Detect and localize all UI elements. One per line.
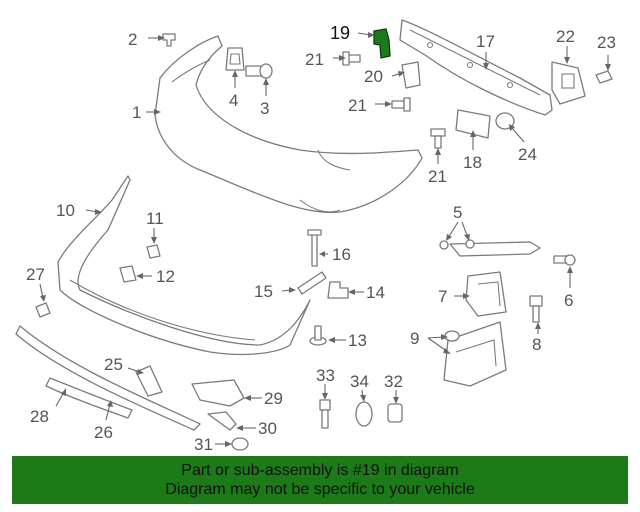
label-part-12[interactable]: 12 <box>156 267 175 286</box>
label-part-3[interactable]: 3 <box>260 99 269 118</box>
label-part-27[interactable]: 27 <box>26 265 45 284</box>
screw-part-27[interactable] <box>35 302 51 318</box>
bolt-part-21-bottom[interactable] <box>430 128 446 149</box>
screw-part-2[interactable] <box>162 33 176 47</box>
label-part-13[interactable]: 13 <box>348 331 367 350</box>
label-part-29[interactable]: 29 <box>264 389 283 408</box>
bolt-part-3[interactable] <box>245 63 273 79</box>
absorber-part-9[interactable] <box>443 321 507 387</box>
label-part-30[interactable]: 30 <box>258 419 277 438</box>
label-part-23[interactable]: 23 <box>597 33 616 52</box>
sensor-bracket-part-5[interactable] <box>439 239 541 257</box>
label-part-4[interactable]: 4 <box>229 91 238 110</box>
label-part-31[interactable]: 31 <box>194 435 213 454</box>
bolt-part-23[interactable] <box>595 70 613 84</box>
label-part-9[interactable]: 9 <box>410 329 419 348</box>
label-part-8[interactable]: 8 <box>532 335 541 354</box>
label-part-32[interactable]: 32 <box>384 372 403 391</box>
bracket-part-20[interactable] <box>401 61 421 89</box>
bumper-cover-part[interactable] <box>154 35 423 214</box>
label-part-20[interactable]: 20 <box>364 67 383 86</box>
info-banner: Part or sub-assembly is #19 in diagram D… <box>12 456 628 504</box>
screw-part-13[interactable] <box>309 325 327 346</box>
bracket-part-4[interactable] <box>225 47 245 71</box>
bracket-part-7[interactable] <box>465 271 507 317</box>
label-part-33[interactable]: 33 <box>316 366 335 385</box>
label-part-7[interactable]: 7 <box>438 287 447 306</box>
label-part-22[interactable]: 22 <box>556 27 575 46</box>
label-part-21-top[interactable]: 21 <box>305 50 324 69</box>
label-part-21-bottom[interactable]: 21 <box>428 167 447 186</box>
reinforcement-beam-part[interactable] <box>399 19 553 116</box>
bracket-part-22[interactable] <box>551 61 586 105</box>
label-part-15[interactable]: 15 <box>254 282 273 301</box>
label-part-34[interactable]: 34 <box>350 372 369 391</box>
lower-valance-part[interactable] <box>57 175 311 356</box>
label-part-11[interactable]: 11 <box>146 209 164 228</box>
label-part-25[interactable]: 25 <box>104 355 123 374</box>
label-part-1[interactable]: 1 <box>132 103 141 122</box>
leader-lines <box>39 32 611 447</box>
label-part-10[interactable]: 10 <box>56 201 75 220</box>
banner-line-part-info: Part or sub-assembly is #19 in diagram <box>181 462 459 479</box>
bolt-part-21-top[interactable] <box>342 51 361 66</box>
label-part-26[interactable]: 26 <box>94 423 113 442</box>
bracket-part-25[interactable] <box>135 365 163 397</box>
label-part-16[interactable]: 16 <box>332 245 351 264</box>
bolt-part-6[interactable] <box>553 254 576 266</box>
part-number-labels: 2 4 3 1 19 21 20 21 17 22 23 21 18 24 10… <box>26 23 616 454</box>
bolt-part-33[interactable] <box>319 399 331 429</box>
cap-part-34[interactable] <box>355 401 373 427</box>
bracket-part-18[interactable] <box>455 109 491 139</box>
pin-part-16[interactable] <box>307 229 322 267</box>
label-part-24[interactable]: 24 <box>518 145 537 164</box>
pad-part-12[interactable] <box>119 265 137 283</box>
clip-part-11[interactable] <box>146 244 161 259</box>
bolt-part-8[interactable] <box>529 295 543 323</box>
label-part-2[interactable]: 2 <box>128 30 137 49</box>
label-part-19[interactable]: 19 <box>330 23 350 43</box>
label-part-14[interactable]: 14 <box>366 283 385 302</box>
bumper-parts-diagram: 2 4 3 1 19 21 20 21 17 22 23 21 18 24 10… <box>15 19 616 454</box>
label-part-17[interactable]: 17 <box>476 32 495 51</box>
bracket-part-19-highlighted[interactable] <box>373 28 391 59</box>
label-part-18[interactable]: 18 <box>463 153 482 172</box>
strip-part-15[interactable] <box>297 271 327 295</box>
bracket-part-14[interactable] <box>327 281 349 299</box>
label-part-28[interactable]: 28 <box>30 407 49 426</box>
label-part-5[interactable]: 5 <box>453 203 462 222</box>
banner-line-disclaimer: Diagram may not be specific to your vehi… <box>165 481 475 498</box>
clip-part-30[interactable] <box>207 411 237 431</box>
label-part-6[interactable]: 6 <box>564 291 573 310</box>
cover-part-29[interactable] <box>191 379 245 407</box>
nut-part-31[interactable] <box>231 437 249 451</box>
bolt-part-21-middle[interactable] <box>391 97 411 112</box>
label-part-21-middle[interactable]: 21 <box>348 96 367 115</box>
plug-part-32[interactable] <box>387 403 403 423</box>
